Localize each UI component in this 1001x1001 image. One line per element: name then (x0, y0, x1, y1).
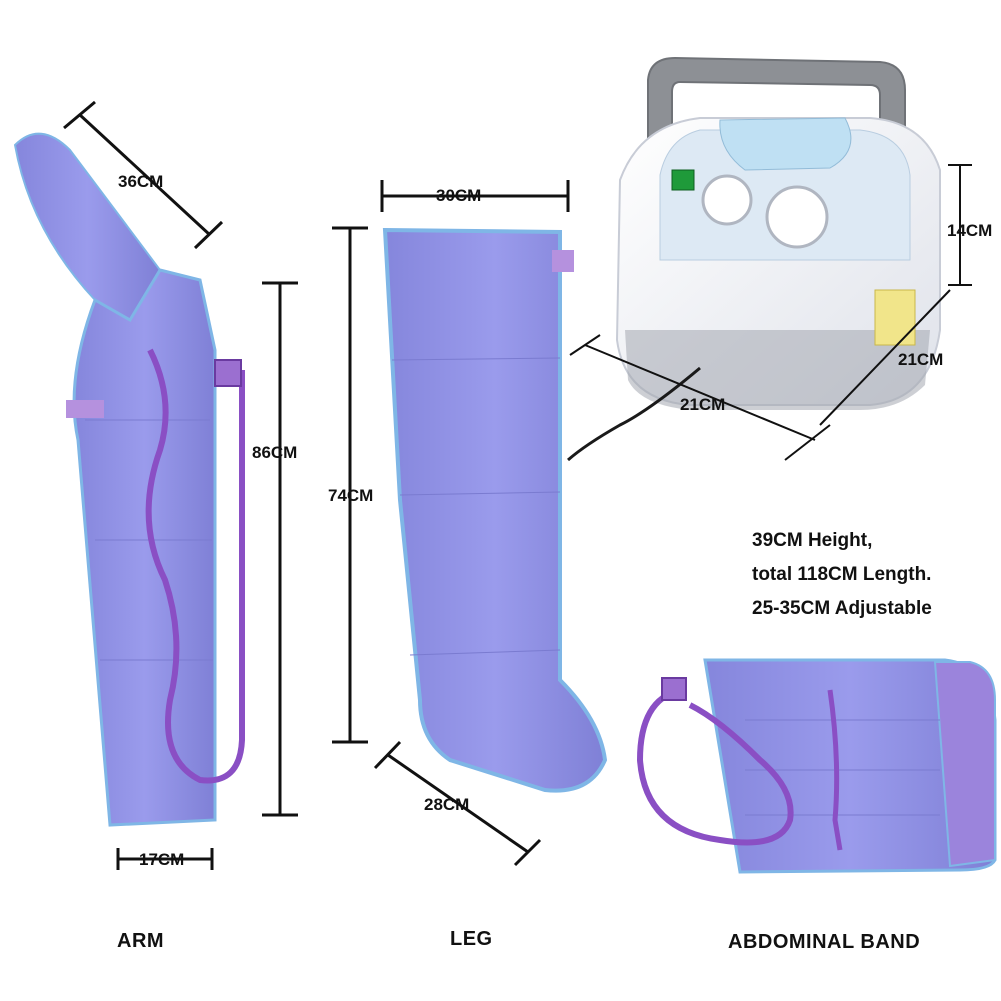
machine-dimension-lines (569, 164, 972, 461)
machine-height-label: 14CM (947, 221, 993, 240)
pump-machine (567, 56, 941, 462)
machine-panel-label (719, 117, 852, 171)
abdominal-air-tube-loop (636, 687, 794, 846)
machine-depth-label: 21CM (898, 350, 944, 369)
pressure-knob (765, 185, 829, 249)
power-switch (671, 169, 695, 191)
leg-top-width-label: 30CM (436, 186, 482, 205)
arm-sleeve (13, 132, 245, 827)
abdominal-band-flap (933, 661, 996, 868)
leg-foot-width-label: 28CM (424, 795, 470, 814)
arm-strap-width-label: 36CM (118, 172, 164, 191)
leg-dimension-lines (332, 180, 570, 867)
caption-arm: ARM (117, 930, 165, 952)
arm-air-tube (145, 348, 245, 784)
spec-height-text: 39CM Height, (752, 530, 873, 551)
arm-sleeve-strap (13, 132, 162, 322)
arm-length-label: 86CM (252, 443, 298, 462)
machine-width-label: 21CM (680, 395, 726, 414)
caption-leg: LEG (450, 928, 493, 950)
arm-bottom-width-label: 17CM (139, 850, 185, 869)
arm-sleeve-body (72, 268, 217, 827)
warning-sticker (874, 289, 916, 346)
timer-knob (701, 174, 753, 226)
arm-tube-connector (214, 359, 242, 387)
power-cord (567, 366, 701, 462)
spec-adjustable-text: 25-35CM Adjustable (752, 598, 932, 619)
caption-abdominal-band: ABDOMINAL BAND (728, 931, 921, 953)
abdominal-air-tube (827, 689, 843, 851)
leg-sleeve (382, 227, 608, 793)
leg-length-label: 74CM (328, 486, 374, 505)
arm-dimension-lines (63, 100, 298, 870)
abdominal-tube-connector (661, 677, 687, 701)
spec-length-text: total 118CM Length. (752, 564, 932, 585)
leg-velcro-tab (552, 250, 574, 272)
arm-velcro-tab (66, 400, 104, 418)
abdominal-band (636, 658, 997, 874)
leg-sleeve-body (382, 227, 608, 793)
